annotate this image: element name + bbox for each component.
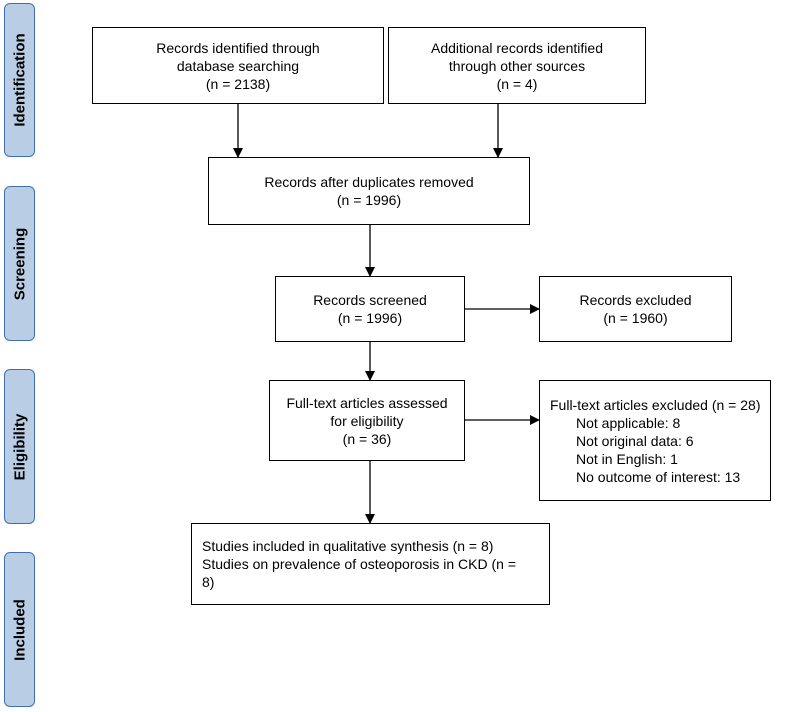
exclusion-reason: Not in English: 1 [576,450,678,467]
phase-eligibility: Eligibility [4,369,35,524]
box-records-after-duplicates: Records after duplicates removed (n = 19… [208,157,530,225]
exclusion-reason: Not applicable: 8 [576,414,681,431]
box-records-identified-database: Records identified through database sear… [92,27,384,104]
box-records-screened: Records screened (n = 1996) [275,276,465,342]
box-fulltext-excluded: Full-text articles excluded (n = 28) Not… [539,380,771,501]
fulltext-excluded-title: Full-text articles excluded (n = 28) [550,396,761,413]
phase-screening: Screening [4,186,35,341]
exclusion-reason: No outcome of interest: 13 [576,468,741,485]
phase-identification: Identification [4,3,35,157]
box-records-identified-other: Additional records identified through ot… [388,27,646,104]
phase-included: Included [4,552,35,707]
box-fulltext-assessed: Full-text articles assessed for eligibil… [269,380,465,461]
box-records-excluded: Records excluded (n = 1960) [539,276,732,342]
exclusion-reason: Not original data: 6 [576,432,694,449]
box-studies-included: Studies included in qualitative synthesi… [191,523,550,605]
